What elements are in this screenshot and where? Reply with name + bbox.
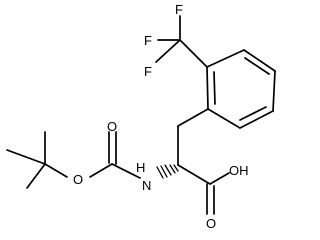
atom-label-o-ester: O [73,172,83,187]
atom-label-f-top: F [175,2,183,17]
atom-label-h: H [136,160,145,175]
bond-carboxyl-c-oh [209,172,230,185]
atom-label-o-acid-carbonyl: O [206,216,216,231]
ring-bond-3 [272,70,276,112]
bond-ester-o-to-tbutyl [44,163,68,178]
atom-label-oh: OH [229,163,249,178]
wedge-hash-5 [156,166,164,179]
stereo-hashed-wedge [156,164,179,179]
ring-bond-1 [206,49,245,68]
ring-bond-6 [206,66,209,110]
ring-bond-4 [239,110,274,129]
bond-cf3-carbon-to-ring [179,39,208,68]
bond-ring-to-ch2 [177,108,209,127]
bond-n-to-carbamate-carbon [111,163,141,179]
boc-protecting-group [6,131,141,189]
ring-bond-2 [243,49,276,72]
atom-label-n: N [142,178,151,193]
atom-labels: F F F O O H N OH O [73,2,249,231]
atom-label-f-bottom: F [144,64,152,79]
atom-label-f-left: F [144,33,152,48]
bond-tbutyl-methyl-down [26,163,46,189]
bond-alpha-carbon-to-carboxyl-carbon [177,164,211,185]
ring-bond-5 [207,108,241,129]
ring-double-bond-inner-3 [213,71,216,105]
wedge-hash-3 [164,164,172,176]
bond-tbutyl-methyl-left [6,149,46,165]
chemical-structure: F F F O O H N OH O [6,2,276,231]
wedge-hash-4 [160,165,168,178]
amino-acid-backbone [156,108,230,215]
ring-double-bond-inner-1 [244,57,270,75]
trifluoromethyl-group [155,15,208,68]
bond-carbamate-c-to-ester-o [89,163,113,178]
wedge-hash-1 [173,164,179,172]
benzene-ring [206,49,276,129]
atom-label-o-carbonyl-boc: O [107,119,117,134]
wedge-hash-2 [169,164,176,174]
ring-double-bond-inner-2 [239,106,267,121]
bond-c-f-bottom [155,39,181,63]
